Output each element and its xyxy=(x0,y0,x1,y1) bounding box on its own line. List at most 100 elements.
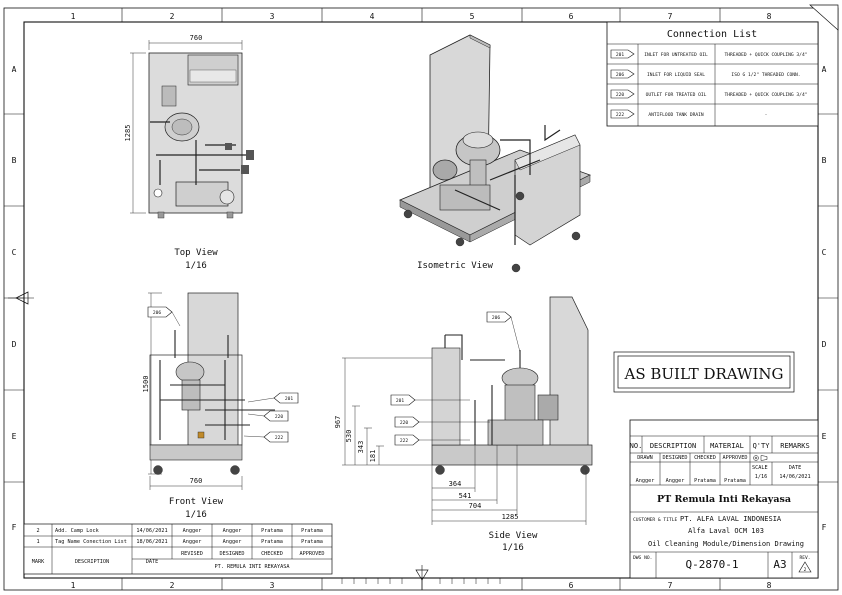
top-view-title: Top View xyxy=(174,248,218,258)
rev-row-2-mark: 1 xyxy=(36,539,39,545)
connection-list-table: Connection List 201 INLET FOR UNTREATED … xyxy=(606,21,819,127)
grid-col-8: 8 xyxy=(767,12,772,21)
connection-row-3-conn: THREADED + QUICK COUPLING 3/4" xyxy=(725,92,808,98)
front-view-height-dim: 1500 xyxy=(142,376,150,393)
side-view: 967 530 343 181 364 541 704 1285 206 201… xyxy=(334,296,593,553)
grid-col-8-bottom: 8 xyxy=(767,581,772,590)
rev-row-1-designed: Angger xyxy=(223,528,242,534)
side-tag-222: 222 xyxy=(400,438,409,444)
rev-row-1-approved: Pratama xyxy=(301,528,323,534)
side-dim-967: 967 xyxy=(334,416,342,429)
side-dim-364: 364 xyxy=(449,480,462,488)
tb-scale-value: 1/16 xyxy=(755,474,768,480)
grid-row-labels-right: A B C D E F xyxy=(822,65,827,532)
side-dim-181: 181 xyxy=(369,450,377,463)
rev-row-1-date: 14/06/2021 xyxy=(136,528,167,534)
grid-col-1: 1 xyxy=(71,12,76,21)
rev-label-checked: CHECKED xyxy=(261,551,283,557)
connection-list-title: Connection List xyxy=(667,29,757,40)
grid-row-c: C xyxy=(12,248,17,257)
connection-row-4-conn: - xyxy=(765,113,768,118)
top-view-scale: 1/16 xyxy=(185,261,207,271)
grid-row-d-right: D xyxy=(822,340,827,349)
grid-row-f: F xyxy=(12,523,17,532)
side-dim-704: 704 xyxy=(469,502,482,510)
side-dim-541: 541 xyxy=(459,492,472,500)
rev-row-2-checked: Pratama xyxy=(261,539,283,545)
connection-row-3-desc: OUTLET FOR TREATED OIL xyxy=(646,92,707,98)
front-view-title: Front View xyxy=(169,497,224,507)
rev-label-description: DESCRIPTION xyxy=(75,559,109,565)
front-tag-206: 206 xyxy=(153,310,162,316)
tb-role-drawn: DRAWN xyxy=(637,455,653,461)
grid-col-7: 7 xyxy=(668,12,673,21)
isometric-view-title: Isometric View xyxy=(417,261,493,271)
as-built-stamp: AS BUILT DRAWING xyxy=(613,351,795,393)
top-view-height-dim: 1285 xyxy=(124,125,132,142)
side-view-scale: 1/16 xyxy=(502,543,524,553)
grid-column-labels-top: 1 2 3 4 5 6 7 8 xyxy=(71,12,772,21)
grid-row-e: E xyxy=(12,432,17,441)
tb-header-remarks: REMARKS xyxy=(780,442,810,450)
rev-label-designed: DESIGNED xyxy=(220,551,245,557)
rev-row-1-checked: Pratama xyxy=(261,528,283,534)
grid-row-f-right: F xyxy=(822,523,827,532)
tb-header-material: MATERIAL xyxy=(710,442,744,450)
rev-row-2-designed: Angger xyxy=(223,539,242,545)
tb-header-description: DESCRIPTION xyxy=(650,442,696,450)
front-tag-220: 220 xyxy=(275,414,284,420)
tb-title-line-2: Oil Cleaning Module/Dimension Drawing xyxy=(648,540,804,548)
front-tag-201: 201 xyxy=(285,396,294,402)
front-tag-222: 222 xyxy=(275,435,284,441)
rev-row-2-date: 18/06/2021 xyxy=(136,539,167,545)
front-view: 1500 760 206 201 220 222 Front View 1/16 xyxy=(142,292,299,520)
title-block: NO. DESCRIPTION MATERIAL Q'TY REMARKS DR… xyxy=(629,419,819,579)
rev-label-approved: APPROVED xyxy=(300,551,325,557)
grid-col-2: 2 xyxy=(170,12,175,21)
grid-row-d: D xyxy=(12,340,17,349)
rev-label-date: DATE xyxy=(146,559,159,565)
grid-col-2-bottom: 2 xyxy=(170,581,175,590)
grid-row-labels-left: A B C D E F xyxy=(12,65,17,532)
grid-row-a-right: A xyxy=(822,65,827,74)
as-built-stamp-text: AS BUILT DRAWING xyxy=(624,365,784,383)
side-tag-206: 206 xyxy=(492,315,501,321)
side-dim-1285: 1285 xyxy=(502,513,519,521)
grid-row-a: A xyxy=(12,65,17,74)
connection-row-1-tag: 201 xyxy=(616,52,625,58)
grid-row-c-right: C xyxy=(822,248,827,257)
top-view-width-dim: 760 xyxy=(190,34,203,42)
rev-company-name: PT. REMULA INTI REKAYASA xyxy=(215,564,291,570)
side-tag-201: 201 xyxy=(396,398,405,404)
grid-col-1-bottom: 1 xyxy=(71,581,76,590)
side-dim-530: 530 xyxy=(345,430,353,443)
grid-col-4: 4 xyxy=(370,12,375,21)
rev-row-2-revised: Angger xyxy=(183,539,202,545)
tb-dwg-number: Q-2870-1 xyxy=(686,558,739,571)
tb-role-checked: CHECKED xyxy=(694,455,716,461)
tb-date-label: DATE xyxy=(789,465,802,471)
tb-header-no: NO. xyxy=(630,442,643,450)
grid-col-6: 6 xyxy=(569,12,574,21)
connection-row-2-desc: INLET FOR LIQUID SEAL xyxy=(647,72,705,78)
side-dim-343: 343 xyxy=(357,441,365,454)
side-view-title: Side View xyxy=(489,531,538,541)
revision-triangle-icon: 2 xyxy=(798,561,812,573)
connection-row-4-desc: ANTIFLOOD TANK DRAIN xyxy=(648,112,704,118)
sheet-border xyxy=(3,4,839,591)
tb-customer-label: CUSTOMER & TITLE xyxy=(633,517,677,523)
tb-name-designed: Angger xyxy=(666,478,685,484)
grid-col-5: 5 xyxy=(470,12,475,21)
rev-row-2-approved: Pratama xyxy=(301,539,323,545)
grid-row-b-right: B xyxy=(822,156,827,165)
front-view-width-dim: 760 xyxy=(190,477,203,485)
grid-col-3-bottom: 3 xyxy=(270,581,275,590)
grid-row-b: B xyxy=(12,156,17,165)
tb-sheet-size: A3 xyxy=(773,558,786,571)
tb-name-drawn: Angger xyxy=(636,478,655,484)
grid-col-7-bottom: 7 xyxy=(668,581,673,590)
tb-company-name: PT Remula Inti Rekayasa xyxy=(657,494,791,505)
svg-text:2: 2 xyxy=(804,567,807,573)
grid-col-6-bottom: 6 xyxy=(569,581,574,590)
tb-rev-label: REV. xyxy=(799,555,810,561)
